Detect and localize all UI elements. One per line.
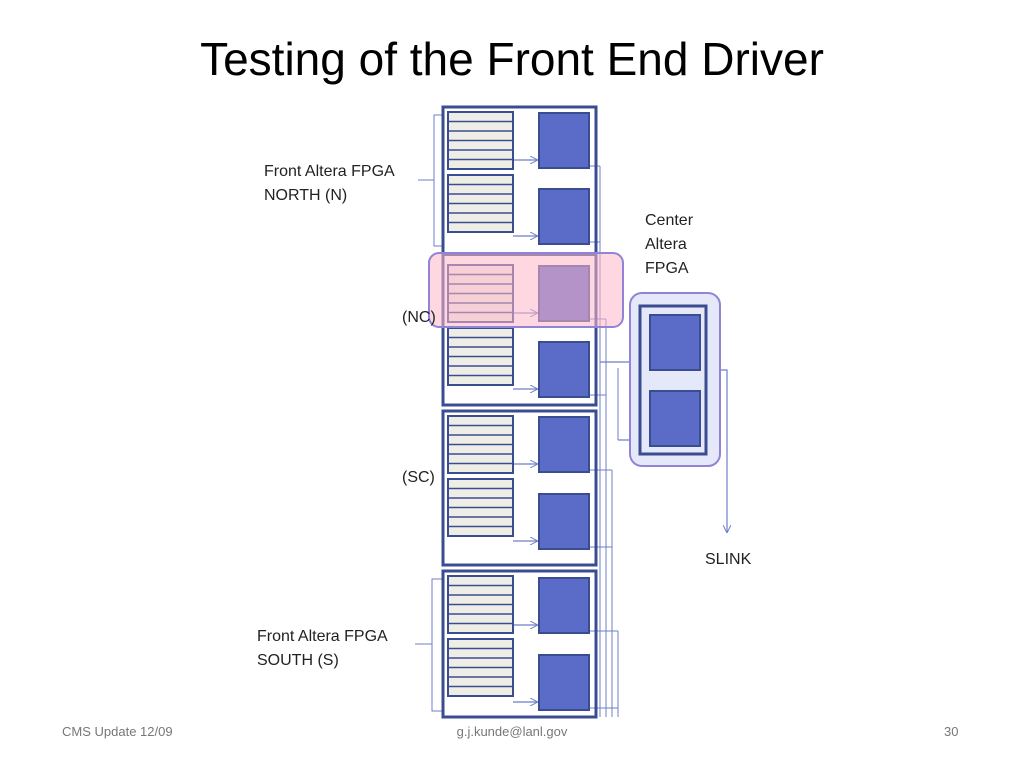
center-chip bbox=[649, 390, 701, 447]
buffer-block bbox=[447, 327, 514, 386]
north-bracket bbox=[418, 114, 443, 247]
slide-title: Testing of the Front End Driver bbox=[200, 33, 824, 85]
chip-block bbox=[538, 188, 590, 245]
south-fpga-label-line1: Front Altera FPGA bbox=[257, 628, 388, 645]
buffer-block bbox=[447, 478, 514, 537]
slink-label: SLINK bbox=[705, 551, 752, 568]
north-fpga-label-line2: NORTH (N) bbox=[264, 187, 348, 204]
chip-block bbox=[538, 416, 590, 473]
footer-date: CMS Update 12/09 bbox=[62, 724, 173, 739]
buffer-block bbox=[447, 415, 514, 474]
chip-block bbox=[538, 341, 590, 398]
south-fpga-label: Front Altera FPGA SOUTH (S) bbox=[257, 625, 388, 673]
buffer-block bbox=[447, 638, 514, 697]
south-fpga-box bbox=[441, 569, 598, 719]
input-buffers bbox=[447, 111, 514, 697]
chip-block bbox=[538, 112, 590, 169]
nc-highlight bbox=[428, 252, 624, 328]
north-fpga-label-line1: Front Altera FPGA bbox=[264, 163, 395, 180]
nc-highlight-box bbox=[428, 252, 624, 328]
center-fpga-label-line2: Altera bbox=[645, 236, 687, 253]
footer-page-number: 30 bbox=[944, 724, 959, 739]
label-brackets bbox=[415, 114, 443, 712]
buffer-block bbox=[447, 575, 514, 634]
center-chip bbox=[649, 314, 701, 371]
center-fpga-inner bbox=[638, 304, 708, 456]
footer-email: g.j.kunde@lanl.gov bbox=[456, 724, 568, 739]
chip-block bbox=[538, 654, 590, 711]
south-bracket bbox=[415, 578, 443, 712]
south-fpga-label-line2: SOUTH (S) bbox=[257, 652, 339, 669]
buffer-block bbox=[447, 111, 514, 170]
chip-block bbox=[538, 577, 590, 634]
chip-block bbox=[538, 493, 590, 550]
nc-label: (NC) bbox=[402, 309, 436, 326]
buffer-block bbox=[447, 174, 514, 233]
center-fpga-label-line1: Center bbox=[645, 212, 694, 229]
sc-fpga-box bbox=[441, 409, 598, 567]
center-fpga-label-line3: FPGA bbox=[645, 260, 689, 277]
center-fpga-label: Center Altera FPGA bbox=[645, 209, 693, 281]
north-fpga-label: Front Altera FPGA NORTH (N) bbox=[264, 160, 395, 208]
sc-label: (SC) bbox=[402, 469, 435, 486]
